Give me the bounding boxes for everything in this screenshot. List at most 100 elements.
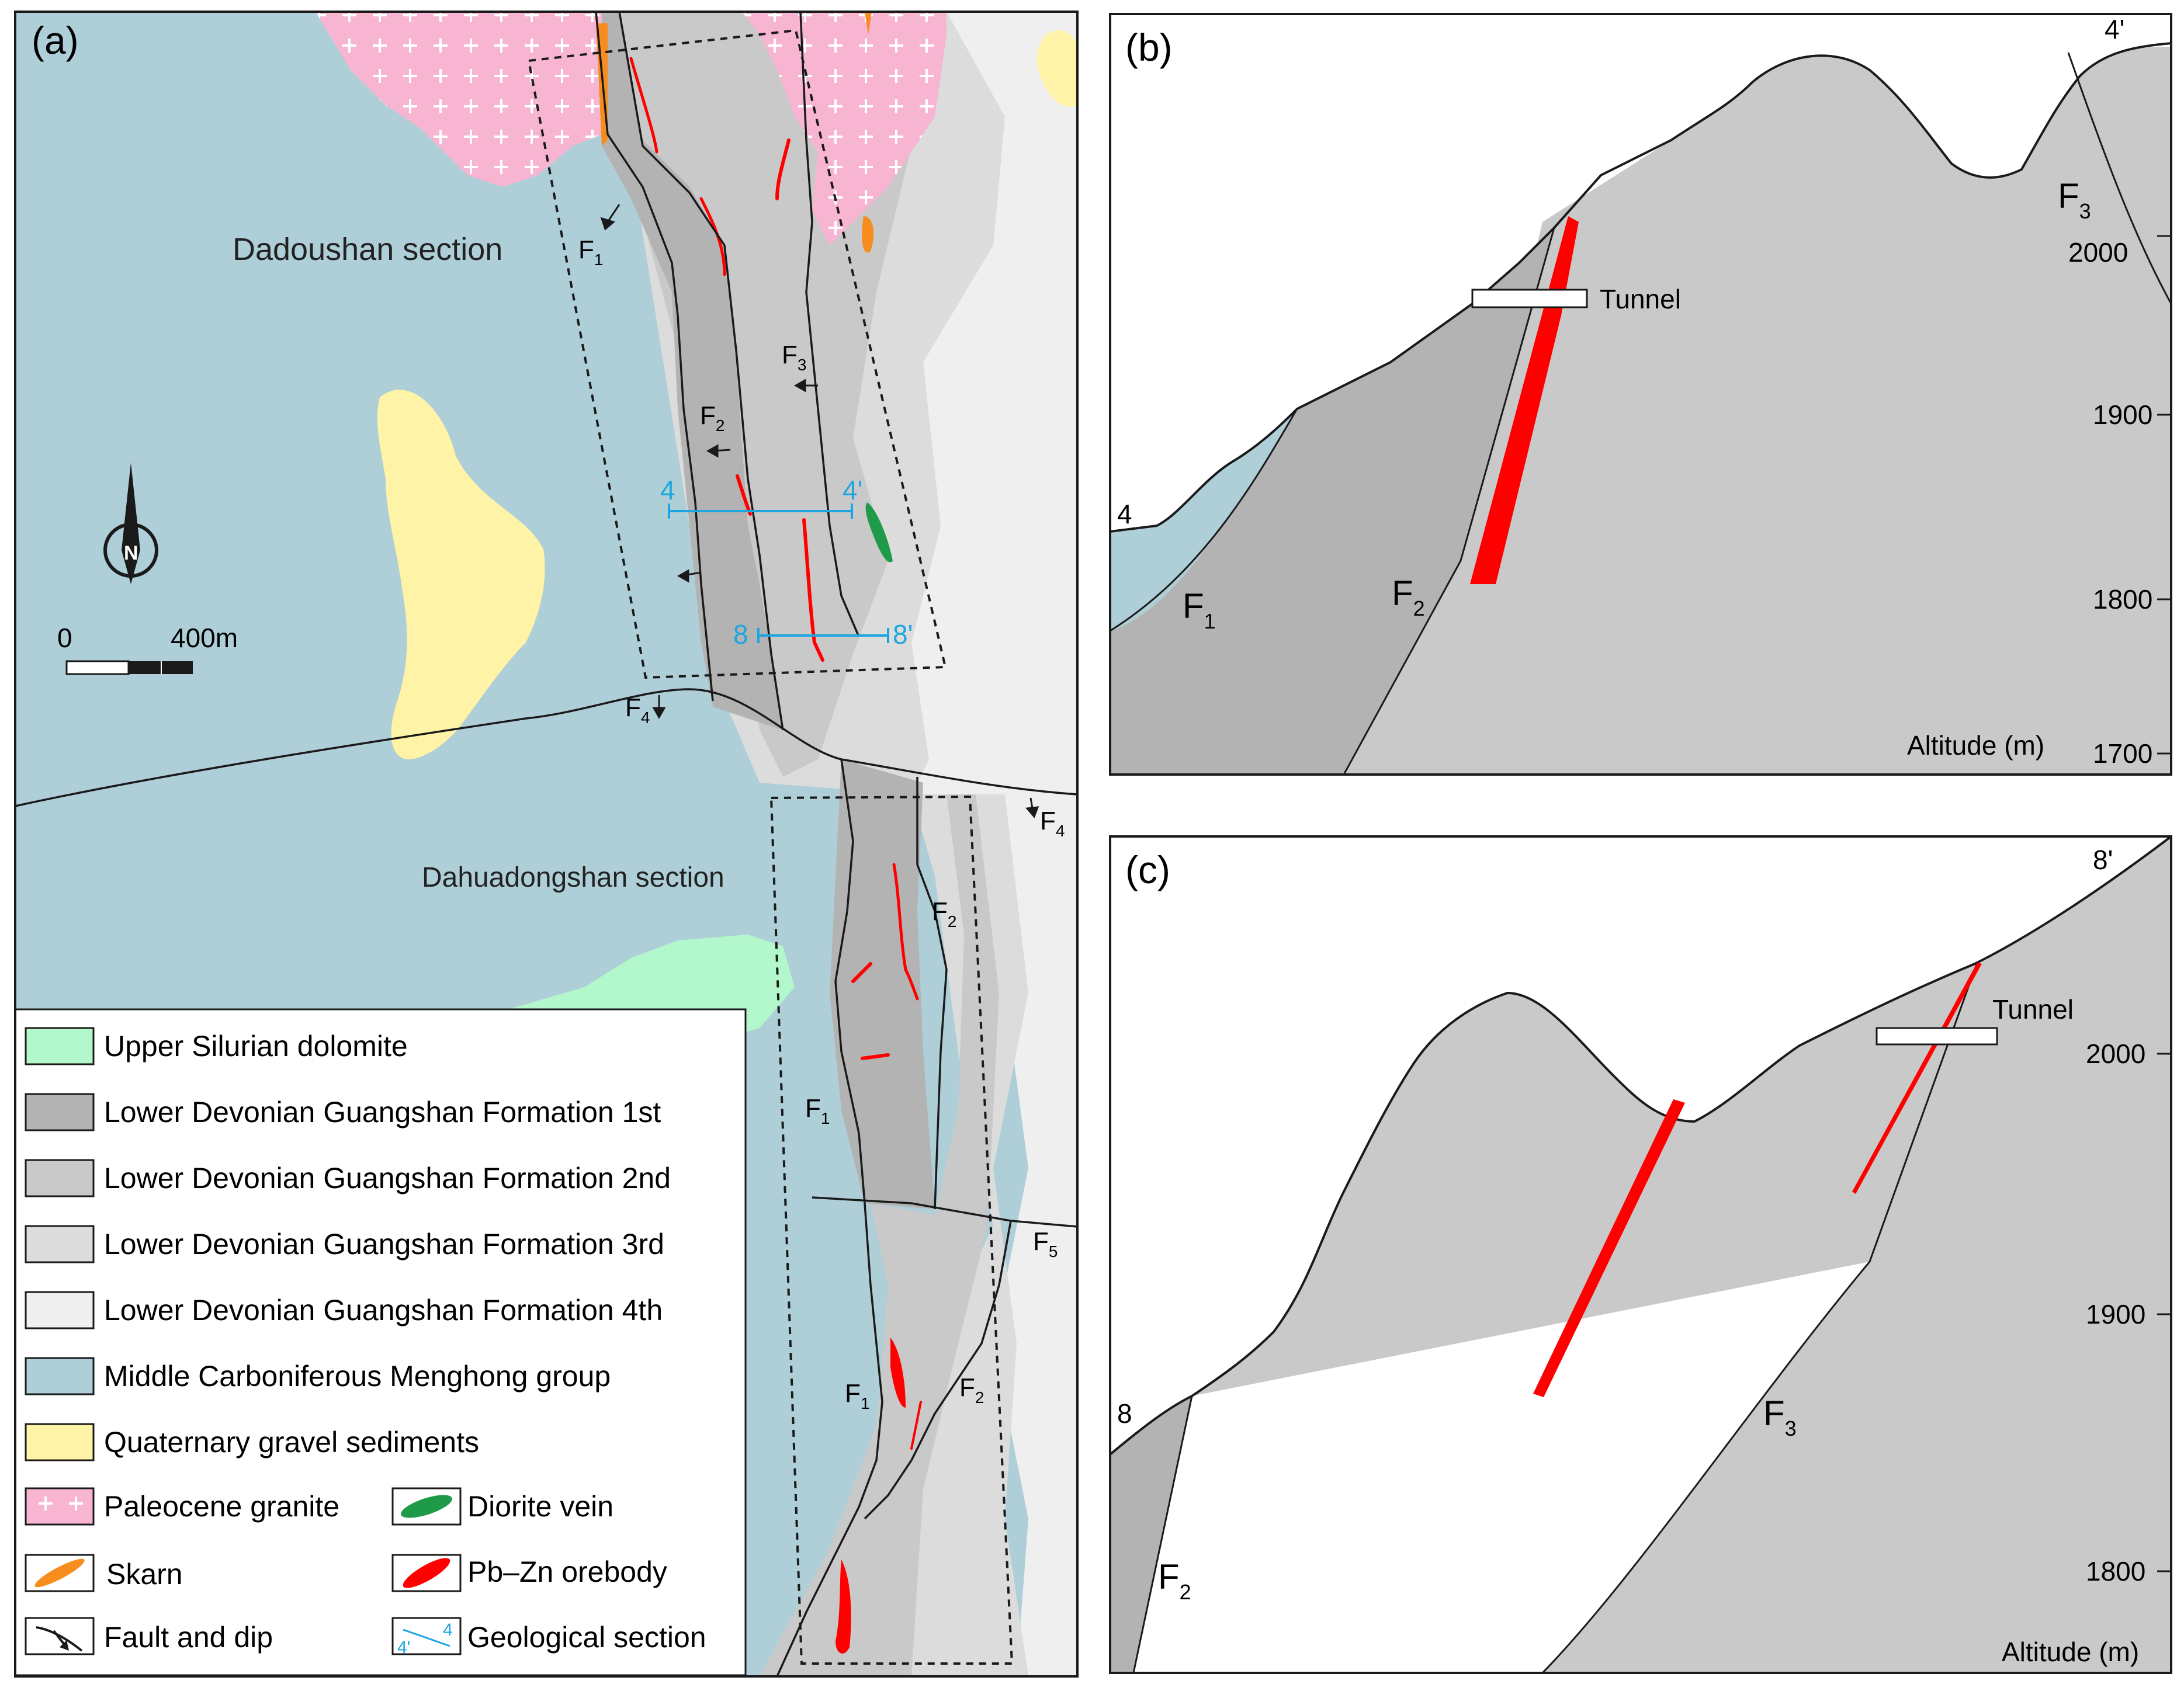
legend-label: Lower Devonian Guangshan Formation 3rd [104,1228,664,1261]
fault-label-f2-south: F2 [932,897,956,930]
svg-text:4: 4 [443,1620,453,1640]
panel-a-label: (a) [32,19,79,62]
fault-label-f4-east: F4 [1040,807,1065,840]
section-b-end-left: 4 [1117,499,1132,529]
legend-swatch [25,1159,95,1197]
legend-swatch-section [391,1617,462,1655]
legend-swatch [25,1225,95,1263]
legend-swatch [25,1291,95,1329]
skarn-body [862,216,874,253]
fault-label-f2-north: F2 [700,401,724,435]
section-b-formation-2nd [1344,47,2171,775]
dadoushan-section-box [527,29,947,679]
section-b-tick-1900: 1900 [2093,400,2152,430]
geological-section-icon: 4' 4 [397,1620,453,1657]
section-c-fault-f3 [1541,962,1978,1673]
map-frame [14,11,1079,1678]
diorite-vein [865,502,893,562]
pb-zn-orebody [890,1338,906,1408]
unit-formation-1st-south [830,759,935,1209]
section-c-fault-label-f3: F3 [1763,1394,1797,1440]
section-c-orebody-main [1533,1099,1685,1397]
dahuadongshan-section-label: Dahuadongshan section [422,862,724,893]
section-line-8 [757,628,889,643]
fault-label-f1-north: F1 [578,235,603,269]
section-c-tunnel-label: Tunnel [1992,994,2074,1025]
section-b-fault-label-f1: F1 [1183,586,1216,633]
panel-b-label: (b) [1125,26,1173,69]
section-c-tunnel [1876,1027,1998,1046]
unit-granite-west [316,12,602,187]
fault-label-f1-south: F1 [805,1094,830,1127]
section-b-tunnel [1471,289,1588,308]
legend-label-section: Geological section [467,1621,706,1654]
north-arrow-icon: N [103,463,158,584]
section-c-altitude-axis [2157,1053,2171,1572]
section-c-tick-1800: 1800 [2086,1556,2145,1586]
section-b-tick-1700: 1700 [2093,738,2152,769]
panel-c-label: (c) [1125,848,1170,891]
scale-bar: 0 400m [57,623,238,675]
fault-dip-arrows [600,204,1039,818]
section-4p-label: 4' [843,475,862,505]
section-b-frame [1109,13,2172,776]
section-b-tick-1800: 1800 [2093,584,2152,614]
section-b-end-right: 4' [2105,14,2124,44]
unit-granite-east [742,12,947,245]
pb-zn-orebody [836,1560,851,1654]
orebody-icon [403,1558,450,1588]
legend-swatch [25,1423,95,1461]
section-b-menghong [1110,409,1297,631]
legend-label: Lower Devonian Guangshan Formation 4th [104,1294,663,1327]
section-c-panel [1110,836,2171,1673]
scale-zero: 0 [57,623,72,653]
section-c-end-right: 8' [2093,845,2113,875]
legend-swatch [25,1093,95,1131]
fault-label-f2-south2: F2 [959,1373,984,1407]
section-c-formation-1st [1110,1396,1192,1673]
section-c-fault-f2 [1132,1395,1193,1673]
skarn-body [865,12,872,35]
legend-label: Quaternary gravel sediments [104,1426,479,1459]
fault-label-f4-west: F4 [625,693,650,727]
section-b-fault-f2 [1343,227,1555,775]
legend-swatch [25,1027,95,1065]
fault-label-f5: F5 [1033,1227,1058,1261]
section-b-fault-f1 [1110,408,1298,632]
north-label: N [124,542,138,564]
section-8-label: 8 [733,619,748,650]
section-8p-label: 8' [893,619,913,650]
section-c-formation-2nd [1192,836,2171,1673]
section-b-fault-label-f3: F3 [2058,176,2091,223]
section-c-altitude-label: Altitude (m) [2002,1637,2139,1667]
scale-max: 400m [171,623,238,653]
dahuadongshan-section-box [769,795,1014,1665]
section-c-topography [1110,836,2171,1456]
section-c-fault-label-f2: F2 [1158,1557,1191,1604]
section-b-panel [1110,14,2171,775]
pb-zn-orebodies [629,57,922,1450]
unit-gravel-ne [1037,30,1077,107]
section-b-topography [1110,42,2171,533]
legend-label: Upper Silurian dolomite [104,1030,408,1062]
fault-label-f3-north: F3 [782,341,806,374]
legend-label: Lower Devonian Guangshan Formation 2nd [104,1162,671,1195]
dadoushan-section-label: Dadoushan section [233,232,502,267]
section-b-tunnel-label: Tunnel [1600,284,1681,314]
svg-text:4': 4' [397,1638,410,1657]
section-b-fault-f3 [2067,52,2171,304]
fault-lines [15,12,1077,1676]
fault-label-f1-south2: F1 [845,1379,869,1412]
section-c-end-left: 8 [1117,1398,1132,1429]
skarn-body [596,23,608,146]
section-b-altitude-axis [2157,235,2171,755]
legend-label-fault: Fault and dip [104,1621,273,1654]
section-c-tick-1900: 1900 [2086,1299,2145,1329]
legend-swatch [25,1357,95,1395]
skarn-icon [34,1558,85,1588]
section-b-tick-2000: 2000 [2068,237,2128,268]
section-c-tick-2000: 2000 [2086,1039,2145,1069]
legend-label-skarn: Skarn [106,1558,183,1591]
